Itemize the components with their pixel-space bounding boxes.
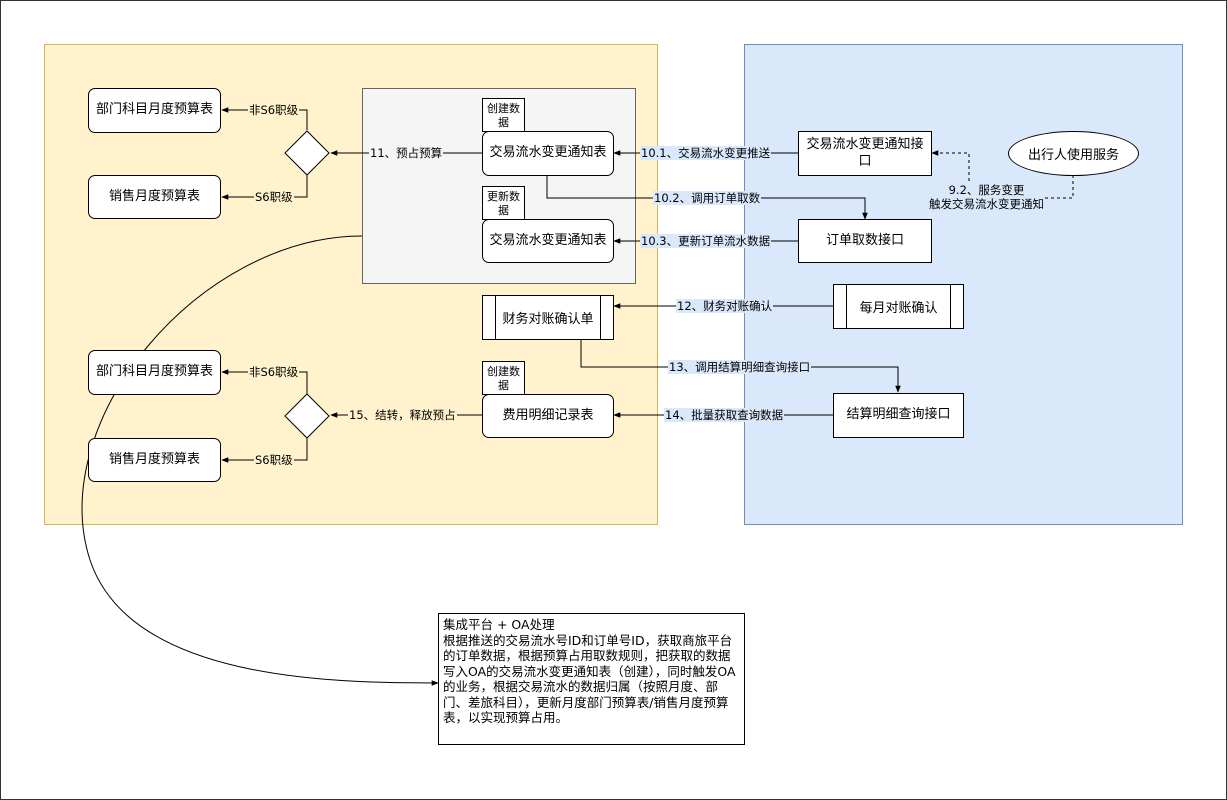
monthly-reconcile-label: 每月对账确认 (859, 301, 938, 316)
notice-interface: 交易流水变更通知接口 (798, 131, 932, 176)
traveler-service: 出行人使用服务 (1008, 131, 1139, 176)
label-edge-9-2: 9.2、服务变更 触发交易流水变更通知 (928, 183, 1045, 211)
label-s6-2: S6职级 (254, 453, 294, 467)
sales-budget-table-1: 销售月度预算表 (88, 175, 221, 219)
settlement-query-interface: 结算明细查询接口 (833, 393, 964, 438)
label-s6-1: S6职级 (254, 190, 294, 204)
decision-diamond-1 (284, 130, 330, 176)
label-edge-10-3: 10.3、更新订单流水数据 (640, 234, 772, 248)
process-note: 集成平台 + OA处理 根据推送的交易流水号ID和订单号ID，获取商旅平台的订单… (438, 613, 745, 745)
label-edge-10-2: 10.2、调用订单取数 (653, 191, 762, 205)
edge-s6-1 (221, 175, 308, 200)
monthly-reconcile: 每月对账确认 (833, 284, 964, 329)
edge-s6-2 (221, 438, 308, 463)
label-edge-11: 11、预占预算 (369, 146, 444, 160)
dept-budget-table-1: 部门科目月度预算表 (88, 88, 221, 133)
label-edge-10-1: 10.1、交易流水变更推送 (640, 146, 772, 160)
dept-budget-table-2: 部门科目月度预算表 (88, 350, 221, 395)
label-edge-14: 14、批量获取查询数据 (664, 408, 785, 422)
tag-create-data-2: 创建数据 (482, 361, 525, 395)
tag-create-data-1: 创建数据 (482, 98, 525, 132)
notice-table-create: 交易流水变更通知表 (482, 131, 614, 176)
sales-budget-table-2: 销售月度预算表 (88, 438, 221, 482)
reconcile-form-label: 财务对账确认单 (502, 312, 594, 327)
note-title: 集成平台 + OA处理 (443, 617, 555, 632)
order-fetch-interface: 订单取数接口 (798, 219, 932, 263)
reconcile-form: 财务对账确认单 (482, 295, 614, 340)
decision-diamond-2 (284, 393, 330, 439)
expense-detail-table: 费用明细记录表 (482, 394, 614, 438)
tag-update-data: 更新数据 (482, 186, 525, 220)
notice-table-update: 交易流水变更通知表 (482, 219, 614, 263)
note-body: 根据推送的交易流水号ID和订单号ID，获取商旅平台的订单数据，根据预算占用取数规… (443, 632, 736, 726)
edge-note-curve (81, 235, 439, 686)
label-edge-12: 12、财务对账确认 (676, 299, 774, 313)
label-non-s6-1: 非S6职级 (248, 103, 300, 117)
label-edge-13: 13、调用结算明细查询接口 (668, 360, 812, 374)
label-non-s6-2: 非S6职级 (248, 365, 300, 379)
label-edge-15: 15、结转，释放预占 (348, 408, 457, 422)
